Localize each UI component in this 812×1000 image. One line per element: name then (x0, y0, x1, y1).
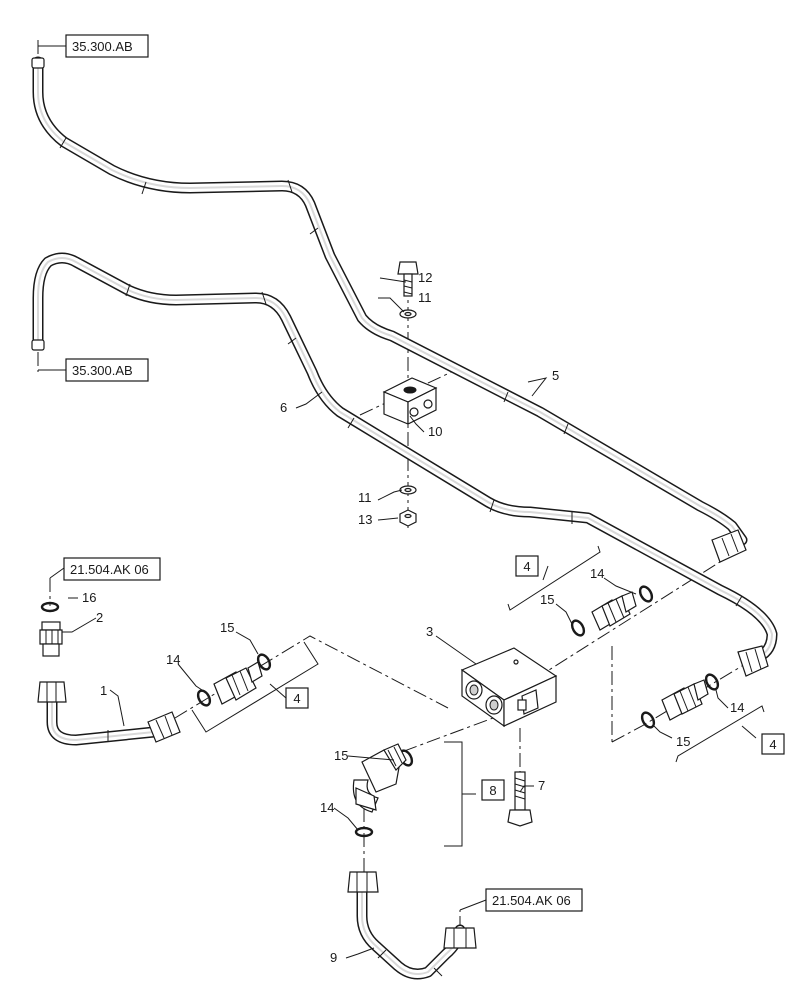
callout-11-top[interactable]: 11 (418, 290, 432, 305)
reference-middle-left-text: 35.300.AB (72, 363, 133, 378)
tube-9-nut-right (443, 927, 477, 949)
callout-15-upper-right[interactable]: 15 (540, 592, 554, 607)
tube-9-nut-top (347, 871, 379, 893)
kit-box-lower-right[interactable]: 4 (761, 733, 785, 755)
o-ring-14-upper-right (638, 585, 654, 603)
kit-bracket-left (191, 641, 319, 733)
elbow-fitting (352, 743, 407, 813)
callout-16[interactable]: 16 (82, 590, 96, 605)
kit-box-upper-right[interactable]: 4 (515, 555, 539, 577)
tube-6-nut (737, 645, 769, 677)
callout-12[interactable]: 12 (418, 270, 432, 285)
port-right (485, 695, 503, 715)
callout-14-lower-right[interactable]: 14 (730, 700, 744, 715)
union-fitting-upper-right (591, 591, 637, 631)
callout-10[interactable]: 10 (428, 424, 442, 439)
tube-1-nut-right (147, 711, 181, 743)
reference-bottom-right-text: 21.504.AK 06 (492, 893, 571, 908)
reference-top-left[interactable]: 35.300.AB (38, 34, 149, 58)
callout-14-left[interactable]: 14 (166, 652, 180, 667)
kit-box-upper-right-text: 4 (523, 559, 530, 574)
o-ring-15-upper-right (570, 619, 586, 637)
union-fitting-lower-right (661, 679, 709, 721)
callout-5[interactable]: 5 (552, 368, 559, 383)
callout-9[interactable]: 9 (330, 950, 337, 965)
kit-bracket-upper-right (507, 545, 601, 611)
manifold-block-3 (460, 647, 558, 728)
callout-3[interactable]: 3 (426, 624, 433, 639)
o-ring-14-left (196, 689, 212, 707)
reference-top-left-text: 35.300.AB (72, 39, 133, 54)
reference-left-fitting-text: 21.504.AK 06 (70, 562, 149, 577)
callout-6[interactable]: 6 (280, 400, 287, 415)
kit-box-elbow-text: 8 (489, 783, 496, 798)
bolt-7 (507, 771, 533, 827)
tube-1 (37, 681, 181, 746)
kit-box-lower-right-text: 4 (769, 737, 776, 752)
o-ring-14-lower-right (704, 673, 720, 691)
callout-15-lower-right[interactable]: 15 (676, 734, 690, 749)
callout-2[interactable]: 2 (96, 610, 103, 625)
callout-15-elbow[interactable]: 15 (334, 748, 348, 763)
union-fitting-left (213, 661, 263, 705)
port-left (465, 680, 483, 700)
plug-side (517, 689, 539, 715)
reference-bottom-right[interactable]: 21.504.AK 06 (459, 888, 583, 912)
callout-14-upper-right[interactable]: 14 (590, 566, 604, 581)
fitting-2 (39, 621, 63, 657)
callout-15-left[interactable]: 15 (220, 620, 234, 635)
callouts: 1 2 3 5 6 7 9 10 11 11 12 13 14 14 14 14… (82, 270, 744, 965)
washer-11-top (399, 309, 417, 319)
clamp-10 (382, 377, 438, 425)
tube-1-nut-top (37, 681, 67, 703)
kit-bracket-elbow (444, 741, 476, 847)
kit-box-elbow[interactable]: 8 (481, 779, 505, 801)
tube-6 (31, 252, 778, 677)
o-ring-15-left (256, 653, 272, 671)
kit-box-left[interactable]: 4 (285, 687, 309, 709)
callout-1[interactable]: 1 (100, 683, 107, 698)
leader-lines (62, 277, 729, 959)
tube-9 (347, 871, 477, 980)
callout-14-elbow[interactable]: 14 (320, 800, 334, 815)
o-ring-16 (40, 601, 60, 613)
tube-5-nut (711, 529, 747, 563)
tube-5 (31, 56, 748, 563)
nut-13 (399, 509, 417, 527)
reference-left-fitting[interactable]: 21.504.AK 06 (49, 557, 161, 581)
o-ring-14-elbow (354, 826, 374, 838)
reference-middle-left[interactable]: 35.300.AB (38, 358, 149, 382)
o-ring-15-lower-right (640, 711, 656, 729)
callout-11-bottom[interactable]: 11 (358, 490, 372, 505)
callout-13[interactable]: 13 (358, 512, 372, 527)
kit-box-left-text: 4 (293, 691, 300, 706)
kit-bracket-lower-right (675, 705, 765, 763)
bolt-12 (397, 261, 419, 297)
callout-7[interactable]: 7 (538, 778, 545, 793)
center-lines (37, 40, 753, 930)
washer-11-bottom (399, 485, 417, 495)
